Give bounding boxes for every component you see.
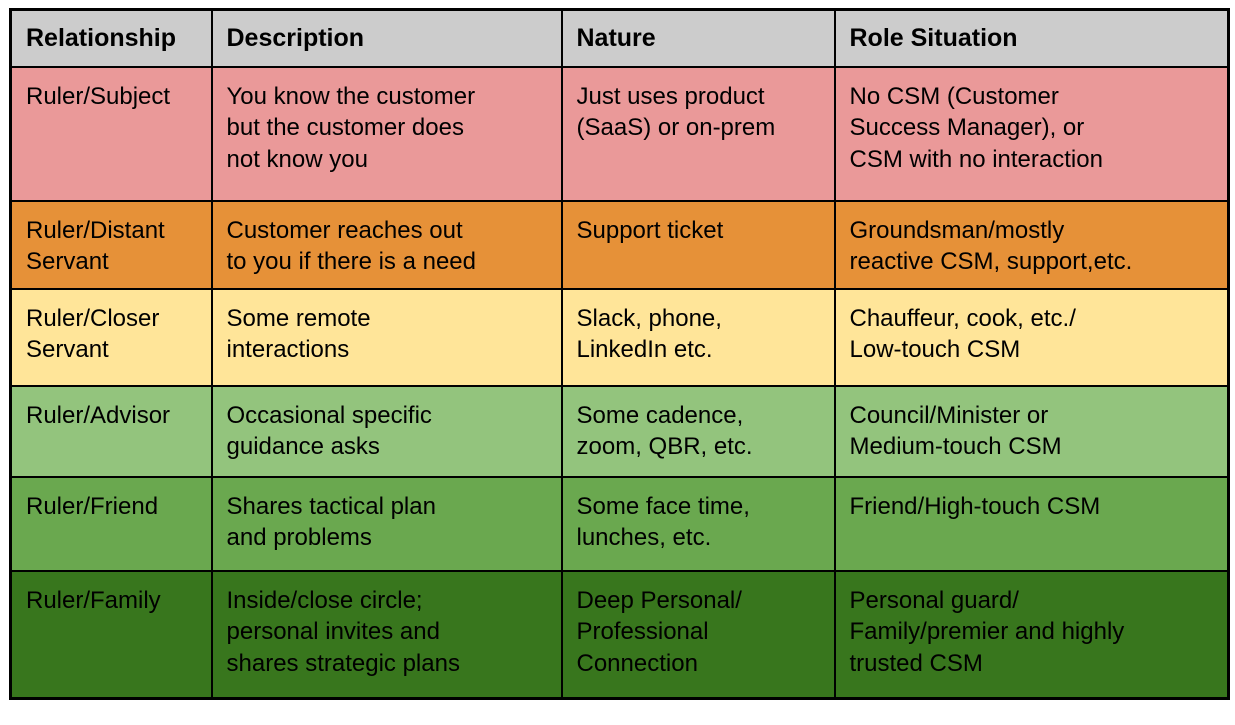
table-row-ruler-closer-servant: Ruler/Closer Servant Some remote interac… [9,287,1230,387]
cell-description: Some remote interactions [210,287,563,387]
cell-description: You know the customer but the customer d… [210,65,563,202]
cell-role-situation: Personal guard/ Family/premier and highl… [833,569,1230,700]
cell-nature: Support ticket [560,199,836,290]
cell-relationship: Ruler/Friend [9,475,213,572]
cell-role-situation: Friend/High-touch CSM [833,475,1230,572]
cell-role-situation: Groundsman/mostly reactive CSM, support,… [833,199,1230,290]
column-header-relationship: Relationship [9,8,213,68]
cell-description: Inside/close circle; personal invites an… [210,569,563,700]
cell-role-situation: Chauffeur, cook, etc./ Low-touch CSM [833,287,1230,387]
cell-relationship: Ruler/Family [9,569,213,700]
cell-description: Customer reaches out to you if there is … [210,199,563,290]
cell-relationship: Ruler/Advisor [9,384,213,478]
cell-nature: Some face time, lunches, etc. [560,475,836,572]
cell-relationship: Ruler/Distant Servant [9,199,213,290]
table-row-ruler-advisor: Ruler/Advisor Occasional specific guidan… [9,384,1230,478]
table-header-row: Relationship Description Nature Role Sit… [9,8,1230,68]
table-row-ruler-distant-servant: Ruler/Distant Servant Customer reaches o… [9,199,1230,290]
cell-description: Occasional specific guidance asks [210,384,563,478]
cell-description: Shares tactical plan and problems [210,475,563,572]
relationship-table: Relationship Description Nature Role Sit… [9,8,1230,700]
cell-nature: Slack, phone, LinkedIn etc. [560,287,836,387]
cell-relationship: Ruler/Subject [9,65,213,202]
cell-relationship: Ruler/Closer Servant [9,287,213,387]
table-row-ruler-family: Ruler/Family Inside/close circle; person… [9,569,1230,700]
cell-nature: Deep Personal/ Professional Connection [560,569,836,700]
cell-role-situation: Council/Minister or Medium-touch CSM [833,384,1230,478]
table-row-ruler-friend: Ruler/Friend Shares tactical plan and pr… [9,475,1230,572]
column-header-role-situation: Role Situation [833,8,1230,68]
column-header-description: Description [210,8,563,68]
cell-role-situation: No CSM (Customer Success Manager), or CS… [833,65,1230,202]
table-row-ruler-subject: Ruler/Subject You know the customer but … [9,65,1230,202]
cell-nature: Just uses product (SaaS) or on-prem [560,65,836,202]
column-header-nature: Nature [560,8,836,68]
cell-nature: Some cadence, zoom, QBR, etc. [560,384,836,478]
